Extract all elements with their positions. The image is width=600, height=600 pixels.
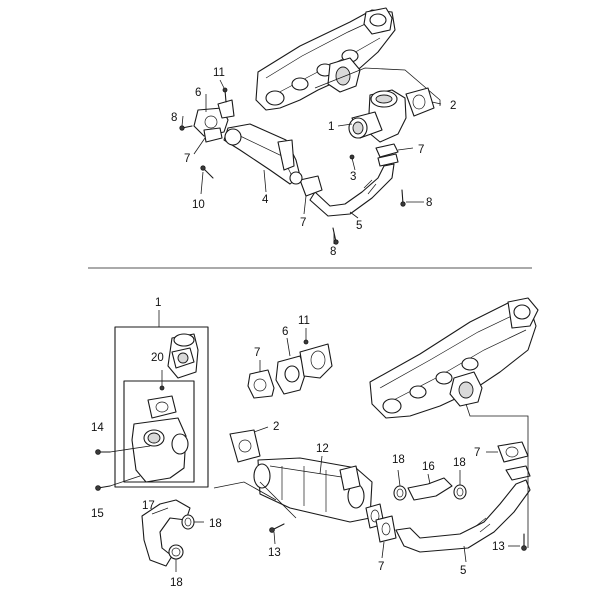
top-valve-gasket [405, 87, 435, 117]
bottom-clamps [168, 469, 467, 572]
bottom-mid-flange [275, 328, 333, 395]
top-intake-manifold [255, 7, 396, 111]
bottom-short-hose [407, 473, 453, 501]
top-egr-pipe [299, 163, 395, 217]
bottom-callout-12: 12 [316, 443, 329, 455]
bottom-pipe-bolt [508, 533, 527, 551]
top-callout-8a: 8 [171, 112, 177, 124]
bottom-callout-18d: 18 [453, 457, 466, 469]
bottom-egr-pipe [395, 465, 531, 563]
bottom-callout-17: 17 [142, 500, 155, 512]
bottom-outlet-gaskets [365, 503, 397, 559]
bottom-egr-valve [167, 333, 199, 379]
bottom-callout-11: 11 [298, 315, 310, 327]
bottom-callout-13a: 13 [268, 547, 281, 559]
top-leaders [181, 79, 442, 244]
top-gaskets-near-3 [349, 143, 399, 167]
top-callout-3: 3 [350, 171, 356, 183]
bottom-callout-5: 5 [460, 565, 466, 577]
top-callout-1: 1 [328, 121, 334, 133]
bottom-callout-18c: 18 [392, 454, 405, 466]
bottom-callout-13b: 13 [492, 541, 505, 553]
bottom-intake-manifold [369, 297, 539, 419]
bottom-callout-6: 6 [282, 326, 288, 338]
bottom-assembly: 1 2 5 6 7 7 7 11 12 13 13 14 15 16 17 18… [91, 297, 539, 589]
bottom-callout-18b: 18 [170, 577, 183, 589]
top-callout-7a: 7 [184, 153, 190, 165]
top-callout-4: 4 [262, 194, 269, 206]
top-assembly: 1 2 3 4 5 6 7 7 7 8 8 8 10 11 [171, 7, 456, 258]
top-callout-2: 2 [450, 100, 456, 112]
bottom-callout-20: 20 [151, 352, 164, 364]
bottom-callout-7c: 7 [474, 447, 480, 459]
bottom-egr-valve-kit-box [114, 310, 209, 488]
top-callout-8c: 8 [426, 197, 432, 209]
top-callout-5: 5 [356, 220, 362, 232]
bottom-callout-2: 2 [273, 421, 279, 433]
bottom-cooler-bolt [269, 523, 285, 545]
bottom-callout-7a: 7 [254, 347, 260, 359]
bottom-egr-hose [141, 499, 191, 567]
top-callout-6: 6 [195, 87, 201, 99]
top-callout-7c: 7 [418, 144, 424, 156]
top-callout-11: 11 [213, 67, 225, 79]
bottom-callout-16: 16 [422, 461, 435, 473]
bottom-callout-1: 1 [155, 297, 161, 309]
bottom-callout-7b: 7 [378, 561, 384, 573]
bottom-right-gasket [486, 441, 529, 463]
top-egr-valve [348, 89, 407, 143]
bottom-mid-gasket [247, 360, 275, 399]
bottom-egr-cooler [253, 455, 373, 523]
top-callout-7b: 7 [300, 217, 306, 229]
bottom-callout-15: 15 [91, 508, 104, 520]
top-egr-cooler [223, 123, 303, 185]
bottom-adapter-assembly [131, 370, 189, 483]
bottom-callout-14: 14 [91, 422, 104, 434]
top-callout-10: 10 [192, 199, 205, 211]
top-left-flange [193, 99, 235, 143]
top-callout-8b: 8 [330, 246, 336, 258]
bottom-left-bolts [95, 445, 151, 491]
bottom-callout-18a: 18 [209, 518, 222, 530]
bottom-cooler-gasket [229, 426, 269, 463]
